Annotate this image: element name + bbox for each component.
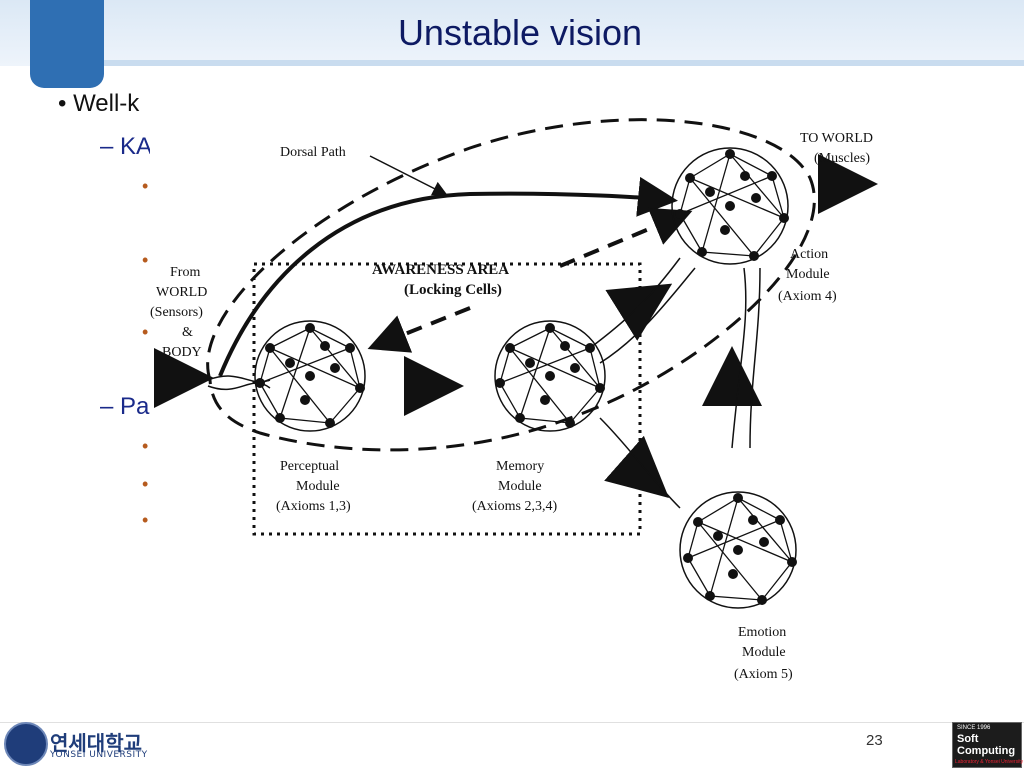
memory-label-3: (Axioms 2,3,4) bbox=[472, 499, 558, 514]
bullet-level2-b: – Pa bbox=[100, 393, 150, 420]
university-name-kr: 연세대학교 bbox=[50, 731, 142, 755]
to-world-label-1: TO WORLD bbox=[800, 131, 873, 146]
from-world-label-3: (Sensors) bbox=[150, 305, 203, 320]
perceptual-label-3: (Axioms 1,3) bbox=[276, 499, 351, 514]
bullet-dot: • bbox=[142, 176, 149, 196]
emotion-label-2: Module bbox=[742, 645, 786, 660]
university-name-en: YONSEI UNIVERSITY bbox=[50, 750, 148, 760]
lab-subtitle: Laboratory & Yonsei University bbox=[955, 759, 1024, 765]
perceptual-label-1: Perceptual bbox=[280, 459, 339, 474]
header-rule bbox=[104, 60, 1024, 66]
memory-label-1: Memory bbox=[496, 459, 544, 474]
emotion-label-3: (Axiom 5) bbox=[734, 667, 793, 682]
emotion-label-1: Emotion bbox=[738, 625, 786, 640]
dorsal-path-label: Dorsal Path bbox=[280, 145, 346, 160]
dorsal-path-arrow bbox=[218, 176, 678, 377]
neural-module-diagram: Dorsal Path TO WORLD (Muscles) From WORL… bbox=[150, 118, 910, 698]
bullet-dot: • bbox=[142, 322, 149, 342]
dorsal-path-pointer bbox=[369, 155, 448, 196]
soft-computing-lab-logo: SINCE 1996 Soft Computing Laboratory & Y… bbox=[952, 722, 1024, 768]
header-bar bbox=[0, 0, 1024, 66]
bullet-dot: • bbox=[142, 474, 149, 494]
bullet-dot: • bbox=[142, 250, 149, 270]
bullet-dot: • bbox=[142, 510, 149, 530]
bullet-dot: • bbox=[142, 436, 149, 456]
awareness-action-arrow bbox=[559, 207, 693, 268]
bullet-level2-a: – KA bbox=[100, 133, 153, 160]
memory-module-network bbox=[494, 320, 606, 432]
memory-action-wires bbox=[589, 257, 696, 364]
memory-label-2: Module bbox=[498, 479, 542, 494]
awareness-area-label-2: (Locking Cells) bbox=[404, 282, 502, 298]
from-world-label-5: BODY bbox=[162, 345, 202, 360]
footer-rule bbox=[0, 722, 1024, 723]
memory-emotion-arrow bbox=[604, 435, 669, 498]
action-label-3: (Axiom 4) bbox=[778, 289, 837, 304]
action-label-1: Action bbox=[790, 247, 828, 262]
awareness-area-box bbox=[252, 262, 642, 536]
lab-since: SINCE 1996 bbox=[957, 725, 991, 731]
perceptual-label-2: Module bbox=[296, 479, 340, 494]
action-label-2: Module bbox=[786, 267, 830, 282]
dorsal-path-boundary bbox=[206, 118, 816, 452]
emotion-module-network bbox=[679, 491, 797, 609]
emotion-action-wires bbox=[731, 267, 761, 449]
awareness-area-label-1: AWARENESS AREA bbox=[372, 262, 509, 278]
page-number: 23 bbox=[866, 732, 883, 749]
memory-emotion-wires bbox=[599, 417, 681, 509]
action-module-network bbox=[671, 147, 789, 265]
from-world-label-4: & bbox=[182, 325, 193, 340]
lab-computing: Computing bbox=[957, 745, 1016, 757]
lab-soft: Soft bbox=[957, 733, 979, 745]
bullet-level1: • Well-k bbox=[58, 90, 140, 117]
slide-title: Unstable vision bbox=[397, 12, 643, 53]
from-world-label-2: WORLD bbox=[156, 285, 207, 300]
yonsei-seal-icon bbox=[4, 722, 48, 766]
perceptual-module-network bbox=[254, 320, 366, 432]
from-world-label-1: From bbox=[170, 265, 200, 280]
to-world-label-2: (Muscles) bbox=[814, 151, 870, 166]
header-tab bbox=[30, 0, 104, 88]
awareness-arrow bbox=[367, 306, 471, 353]
